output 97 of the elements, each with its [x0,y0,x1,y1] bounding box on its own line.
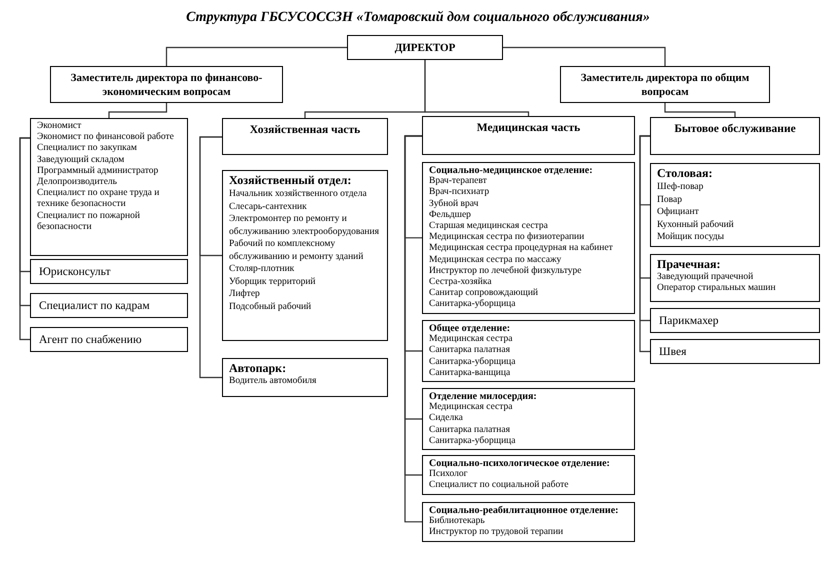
department-box [422,320,635,382]
position-box [50,66,283,103]
position-title: Экономист по финансовой работе [37,132,175,144]
position-title: Делопроизводитель [37,177,118,188]
connector-line [503,46,666,66]
position-title: Кухонный рабочий [657,218,735,231]
position-title: Психолог [429,469,469,480]
position-title: Медицинская сестра процедурная на кабинет [429,243,614,255]
position-box [30,259,188,284]
connector-line [166,46,347,66]
position-box [650,339,820,364]
position-title: Медицинская сестра по физиотерапии [429,232,586,243]
position-title: Санитарка палатная [429,424,511,436]
connector-line [108,103,168,118]
unit-title: Заместитель директора по общим вопросам [580,70,750,98]
position-title: Зубной врач [429,198,480,210]
position-title: Санитарка-уборщица [429,436,516,448]
department-heading: Общее отделение: [429,323,512,334]
position-title: Заведующий складом [37,154,126,166]
position-title: Подсобный рабочий [229,300,312,313]
position-title: Врач-психиатр [429,187,490,199]
diagram-title: Структура ГБСУСОССЗН «Томаровский дом социального обслуживания» [185,10,651,26]
position-title: Экономист [37,121,82,132]
position-title: Специалист по кадрам [39,298,151,312]
position-title: Фельдшер [429,210,472,222]
department-box [422,116,635,155]
position-title: Санитарка-ванщица [429,368,512,380]
staff-list-box [30,118,188,256]
department-heading: Социально-психологическое отделение: [429,458,611,470]
position-box [347,35,503,60]
department-heading: Прачечная: [657,257,722,272]
position-title: Медицинская сестра [429,402,514,414]
position-title: Электромонтер по ремонту и обслуживанию электрооборудования [229,213,380,238]
department-heading: Социально-медицинское отделение: [429,165,594,176]
position-title: Повар [657,194,683,206]
position-title: Юрисконсульт [39,264,112,278]
connector-line [664,103,736,117]
department-box [650,163,820,246]
department-box [222,118,388,155]
position-title: Специалист по пожарной безопасности [37,210,141,234]
department-box [650,117,820,155]
position-title: Санитарка-уборщица [429,356,516,368]
position-title: Санитар сопровождающий [429,288,540,299]
position-title: Уборщик территорий [229,276,316,288]
connector-line [19,137,30,340]
position-title: Водитель автомобиля [229,376,318,388]
department-heading: Столовая: [657,166,714,181]
position-title: Библиотекарь [429,516,486,528]
department-box [650,254,820,302]
position-title: Специалист по закупкам [37,143,138,155]
position-title: Медицинская сестра [429,334,514,346]
position-title: Специалист по социальной работе [429,480,570,492]
position-title: Оператор стиральных машин [657,283,777,294]
position-title: Санитарка палатная [429,345,511,357]
department-heading: Автопарк: [229,361,288,376]
connector-line [199,136,222,378]
position-title: Инструктор по лечебной физкультуре [429,266,583,278]
position-title: Санитарка-уборщица [429,299,516,311]
position-title: Сестра-хозяйка [429,277,493,288]
unit-title: Бытовое обслуживание [673,124,797,136]
position-title: Швея [659,344,688,358]
department-heading: Хозяйственный отдел: [229,173,352,188]
position-title: Столяр-плотник [229,263,296,276]
position-title: Парикмахер [659,314,720,328]
position-title: Старшая медицинская сестра [429,221,549,232]
position-title: Начальник хозяйственного отдела [229,188,368,200]
position-title: Мойщик посуды [657,231,725,244]
position-box [560,66,770,103]
department-box [222,358,388,397]
position-title: Врач-терапевт [429,176,488,188]
department-heading: Отделение милосердия: [429,391,538,402]
position-title: Специалист по охране труда и технике безопасности [37,188,160,211]
department-box [222,170,388,341]
position-box [650,308,820,333]
position-title: Заведующий прачечной [657,272,754,284]
department-box [422,455,635,495]
unit-title: ДИРЕКТОР [394,40,456,54]
position-title: Рабочий по комплексному обслуживанию и ремонту зданий [229,238,364,263]
position-title: Официант [657,206,700,218]
position-title: Программный администратор [37,166,160,178]
department-heading: Социально-реабилитационное отделение: [429,505,620,516]
unit-title: Хозяйственная часть [248,125,362,136]
position-box [30,293,188,318]
position-title: Лифтер [229,288,261,300]
position-title: Шеф-повар [657,181,704,194]
unit-title: Медицинская часть [476,123,582,134]
position-box [30,327,188,352]
position-title: Инструктор по трудовой терапии [429,527,564,539]
department-box [422,502,635,542]
position-title: Сиделка [429,413,464,425]
position-title: Агент по снабжению [39,332,143,346]
unit-title: Заместитель директора по финансово-экономическим вопросам [70,70,264,98]
department-box [422,162,635,314]
position-title: Слесарь-сантехник [229,200,308,213]
department-box [422,388,635,450]
connector-line [424,60,530,116]
position-title: Медицинская сестра по массажу [429,254,562,266]
